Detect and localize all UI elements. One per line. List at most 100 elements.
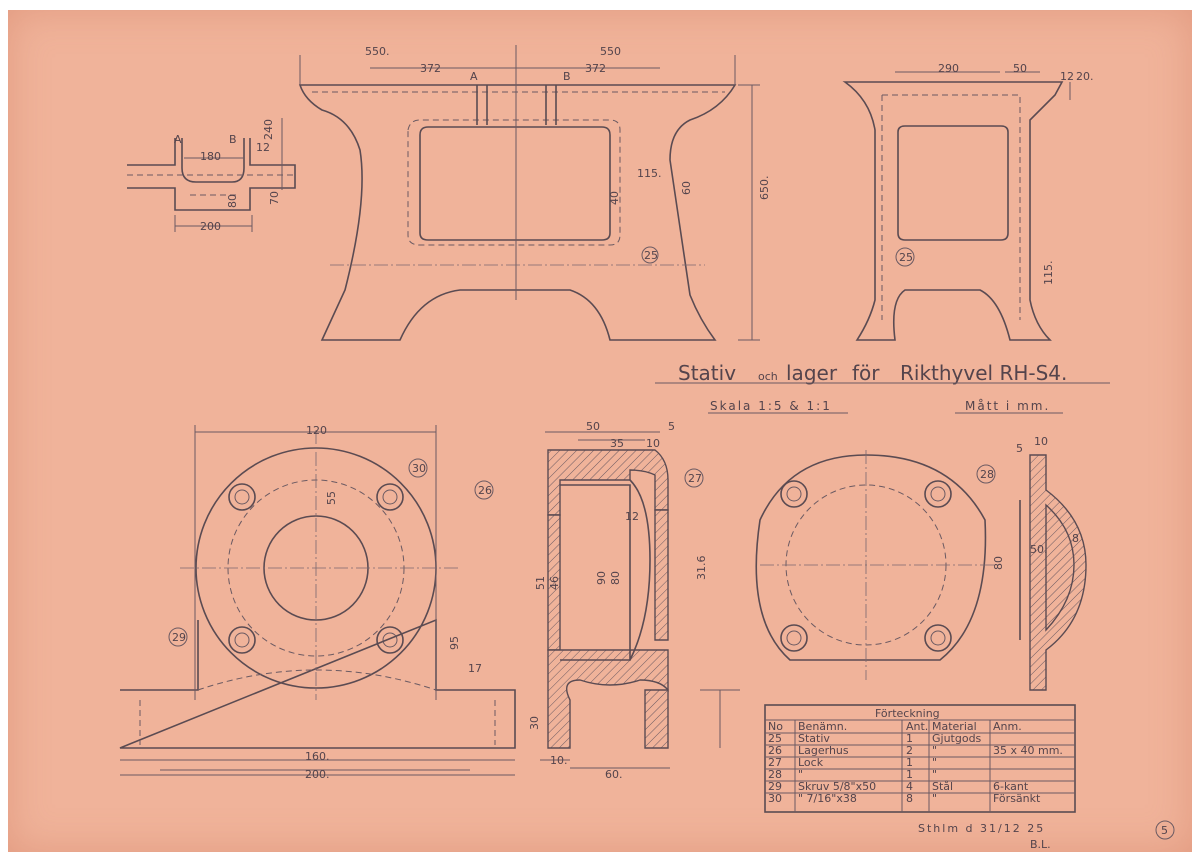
dim-95: 95	[448, 636, 461, 650]
title-stativ: Stativ	[678, 361, 736, 385]
dim-115: 115.	[1042, 261, 1055, 286]
title-lager: lager	[786, 361, 838, 385]
dim-30: 30	[528, 716, 541, 730]
dim-20: 20.	[1076, 70, 1094, 83]
table-cell: "	[932, 768, 937, 781]
table-cell: "	[932, 756, 937, 769]
part-number-26: 26	[478, 484, 492, 497]
signature: Sthlm d 31/12 25 B.L.	[918, 822, 1051, 851]
table-cell: 2	[906, 744, 913, 757]
dim-31-6: 31.6	[695, 556, 708, 581]
dim-290: 290	[938, 62, 959, 75]
scale-note: Skala 1:5 & 1:1	[710, 399, 832, 413]
label-a: A	[470, 70, 478, 83]
dim-17: 17	[468, 662, 482, 675]
dim-55: 55	[325, 491, 338, 505]
dim-550-left: 550.	[365, 45, 390, 58]
dim-200: 200	[200, 220, 221, 233]
table-cell: Stål	[932, 780, 953, 793]
table-cell: "	[932, 744, 937, 757]
part-number-29: 29	[172, 631, 186, 644]
table-cell: 26	[768, 744, 782, 757]
dim-70: 70	[268, 191, 281, 205]
dim-8: 8	[1072, 532, 1079, 545]
table-cell: 28	[768, 768, 782, 781]
dim-40: 40	[608, 191, 621, 205]
dim-12: 12	[1060, 70, 1074, 83]
dim-10: 10	[1034, 435, 1048, 448]
dim-50: 50	[586, 420, 600, 433]
table-cell: Försänkt	[993, 792, 1041, 805]
part-number-27: 27	[688, 472, 702, 485]
table-cell: 29	[768, 780, 782, 793]
units-note: Mått i mm.	[965, 399, 1050, 413]
signature-initials: B.L.	[1030, 838, 1051, 851]
signature-place-date: Sthlm d 31/12 25	[918, 822, 1045, 835]
sheet-number: 5	[1161, 824, 1168, 837]
dim-372-left: 372	[420, 62, 441, 75]
dim-46: 46	[548, 576, 561, 590]
dim-372-right: 372	[585, 62, 606, 75]
title-och: och	[758, 370, 778, 383]
dim-5: 5	[668, 420, 675, 433]
dim-12: 12	[256, 141, 270, 154]
table-cell: 6-kant	[993, 780, 1029, 793]
dim-10: 10	[646, 437, 660, 450]
part-number-25: 25	[644, 249, 658, 262]
dim-115: 115.	[637, 167, 662, 180]
table-cell: 8	[906, 792, 913, 805]
part-number-30: 30	[412, 462, 426, 475]
table-cell: " 7/16"x38	[798, 792, 857, 805]
table-header: Benämn.	[798, 720, 847, 733]
dim-160: 160.	[305, 750, 330, 763]
table-header: Material	[932, 720, 977, 733]
title-for: för	[852, 361, 880, 385]
label-b: B	[229, 133, 237, 146]
table-cell: Lagerhus	[798, 744, 849, 757]
drawing-sheet	[8, 10, 1192, 852]
section-view-a-b: A B 180 12 240 80 70 200	[127, 118, 296, 233]
dim-180: 180	[200, 150, 221, 163]
table-cell: 1	[906, 768, 913, 781]
table-cell: 27	[768, 756, 782, 769]
dim-5: 5	[1016, 442, 1023, 455]
table-header: Ant.	[906, 720, 928, 733]
table-header: Anm.	[993, 720, 1022, 733]
label-b: B	[563, 70, 571, 83]
table-cell: "	[932, 792, 937, 805]
table-cell: 25	[768, 732, 782, 745]
dim-200: 200.	[305, 768, 330, 781]
dim-120: 120	[306, 424, 327, 437]
label-a: A	[174, 133, 182, 146]
dim-650: 650.	[758, 176, 771, 201]
title-rest: Rikthyvel RH-S4.	[900, 361, 1067, 385]
sheet-number-circle	[1155, 820, 1175, 840]
dim-90: 90	[595, 571, 608, 585]
table-cell: 4	[906, 780, 913, 793]
table-cell: 1	[906, 732, 913, 745]
table-cell: Skruv 5/8"x50	[798, 780, 876, 793]
dim-240: 240	[262, 119, 275, 140]
table-cell: "	[798, 768, 803, 781]
lid-view: 510 50.8 80 28	[755, 435, 1087, 691]
dim-51: 51	[534, 576, 547, 590]
table-cell: Gjutgods	[932, 732, 982, 745]
dim-80: 80	[226, 194, 239, 208]
dim-50: 50	[1013, 62, 1027, 75]
table-title: Förteckning	[875, 707, 940, 720]
dim-550-right: 550	[600, 45, 621, 58]
dim-60: 60.	[605, 768, 623, 781]
part-number-25: 25	[899, 251, 913, 264]
title: Stativ och lager för Rikthyvel RH-S4. Sk…	[655, 361, 1110, 414]
bearing-front-view: 120 55 95 17 160. 200. 30 29	[119, 424, 516, 781]
table-header: No	[768, 720, 783, 733]
dim-80: 80	[609, 571, 622, 585]
table-cell: Stativ	[798, 732, 830, 745]
table-cell: Lock	[798, 756, 824, 769]
dim-12: 12	[625, 510, 639, 523]
table-cell: 35 x 40 mm.	[993, 744, 1063, 757]
